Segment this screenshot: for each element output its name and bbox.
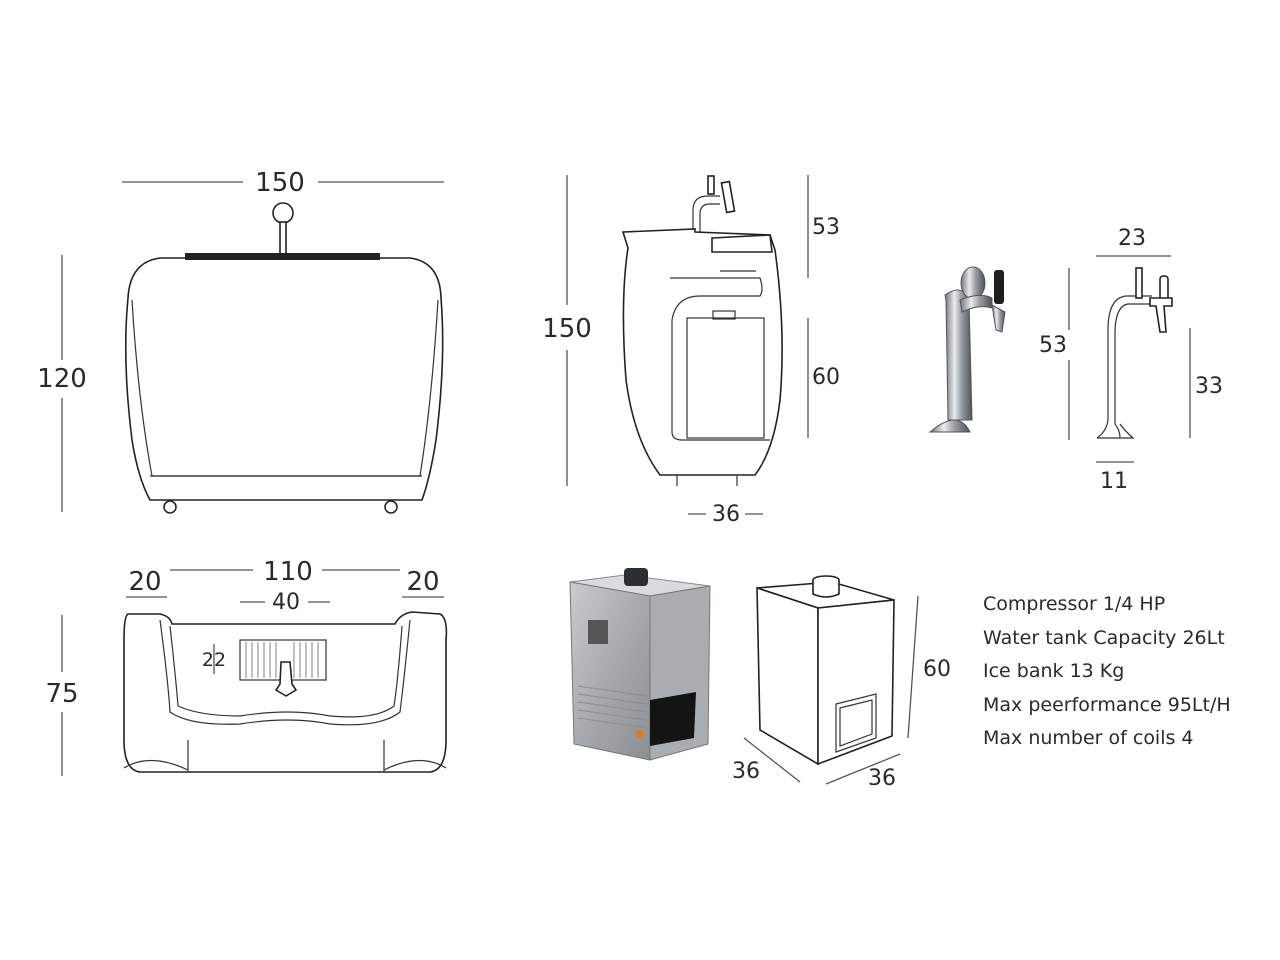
side-top-label: 53 bbox=[812, 215, 840, 240]
tap-photo bbox=[928, 266, 1006, 433]
plan-grid-slats bbox=[245, 642, 319, 678]
spec-list: Compressor 1/4 HP Water tank Capacity 26… bbox=[983, 588, 1231, 756]
side-tap-handle-2 bbox=[720, 180, 736, 214]
spec-max-performance: Max peerformance 95Lt/H bbox=[983, 693, 1231, 716]
cooler-drawing-cap bbox=[812, 580, 840, 598]
side-depth-label: 36 bbox=[712, 502, 740, 527]
tap-drawing-handle-1 bbox=[1135, 267, 1143, 299]
side-inner-cabinet bbox=[670, 277, 770, 441]
spec-water-tank: Water tank Capacity 26Lt bbox=[983, 626, 1225, 649]
cooler-depth-line bbox=[825, 753, 901, 785]
cooler-drawing-panel-outer bbox=[835, 693, 877, 753]
tap-drawing-handle-2 bbox=[1159, 275, 1169, 301]
plan-middle-label: 110 bbox=[263, 557, 313, 587]
spec-max-coils: Max number of coils 4 bbox=[983, 727, 1194, 749]
cooler-height-label: 60 bbox=[923, 657, 951, 682]
cooler-drawing-side bbox=[817, 599, 895, 766]
cooler-photo bbox=[569, 568, 711, 761]
spec-compressor: Compressor 1/4 HP bbox=[983, 593, 1166, 615]
front-wheel-left bbox=[163, 500, 177, 514]
tap-base-label: 11 bbox=[1100, 469, 1128, 494]
cooler-depth-label: 36 bbox=[868, 766, 896, 791]
tap-photo-spout bbox=[991, 304, 1006, 333]
side-tap-tower-inner bbox=[699, 203, 720, 272]
front-body-outline bbox=[124, 257, 444, 501]
tap-width-label: 23 bbox=[1118, 226, 1146, 251]
tap-photo-arm bbox=[959, 294, 993, 313]
side-tank bbox=[686, 317, 765, 439]
plan-right-label: 20 bbox=[406, 567, 439, 597]
front-tap-stem bbox=[279, 221, 287, 259]
tap-drawing-outline bbox=[1096, 295, 1152, 439]
cooler-height-line bbox=[907, 595, 919, 739]
side-body-outline bbox=[621, 228, 783, 476]
cooler-photo-vents bbox=[577, 685, 647, 729]
side-view: 150 53 60 36 bbox=[542, 175, 840, 527]
cooler-photo-fitting bbox=[624, 568, 648, 586]
front-view: 150 120 bbox=[37, 168, 444, 514]
cooler-width-label: 36 bbox=[732, 759, 760, 784]
tap-height-label: 53 bbox=[1039, 333, 1067, 358]
plan-depth-label: 75 bbox=[45, 679, 78, 709]
tap-drawing: 23 53 33 11 bbox=[1039, 226, 1223, 494]
side-tap-tower bbox=[692, 195, 720, 272]
tap-lower-label: 33 bbox=[1195, 374, 1223, 399]
cooler-drawing: 60 36 36 bbox=[732, 575, 951, 791]
plan-tap-symbol bbox=[274, 661, 298, 697]
tap-photo-handle bbox=[994, 270, 1004, 304]
plan-inner-label: 40 bbox=[272, 590, 300, 615]
side-tank-cap bbox=[712, 310, 736, 320]
cooler-width-line bbox=[743, 737, 801, 783]
front-wheel-right bbox=[384, 500, 398, 514]
spec-ice-bank: Ice bank 13 Kg bbox=[983, 660, 1125, 682]
plan-bowl-outer bbox=[159, 619, 411, 726]
front-width-label: 150 bbox=[255, 168, 305, 198]
tap-drawing-spout bbox=[1149, 297, 1173, 333]
plan-left-label: 20 bbox=[128, 567, 161, 597]
cooler-photo-panel bbox=[650, 692, 696, 746]
cooler-photo-label bbox=[588, 620, 608, 644]
side-height-label: 150 bbox=[542, 314, 592, 344]
side-drip-tray bbox=[711, 234, 773, 253]
plan-corner-curves bbox=[123, 759, 447, 771]
side-bottom-label: 60 bbox=[812, 365, 840, 390]
cooler-photo-indicator bbox=[636, 730, 644, 738]
front-top-slot bbox=[185, 253, 380, 260]
cooler-drawing-panel-inner bbox=[839, 699, 873, 747]
plan-bowl-inner bbox=[169, 625, 403, 718]
front-tap-knob bbox=[272, 202, 294, 224]
plan-view: 20 110 20 40 75 22 bbox=[45, 557, 448, 776]
front-height-label: 120 bbox=[37, 364, 87, 394]
plan-small-label: 22 bbox=[202, 649, 226, 671]
cooler-drawing-front bbox=[756, 586, 819, 766]
tap-photo-medallion bbox=[960, 266, 986, 300]
tap-photo-base bbox=[928, 419, 971, 433]
side-tap-handle-1 bbox=[707, 175, 715, 195]
